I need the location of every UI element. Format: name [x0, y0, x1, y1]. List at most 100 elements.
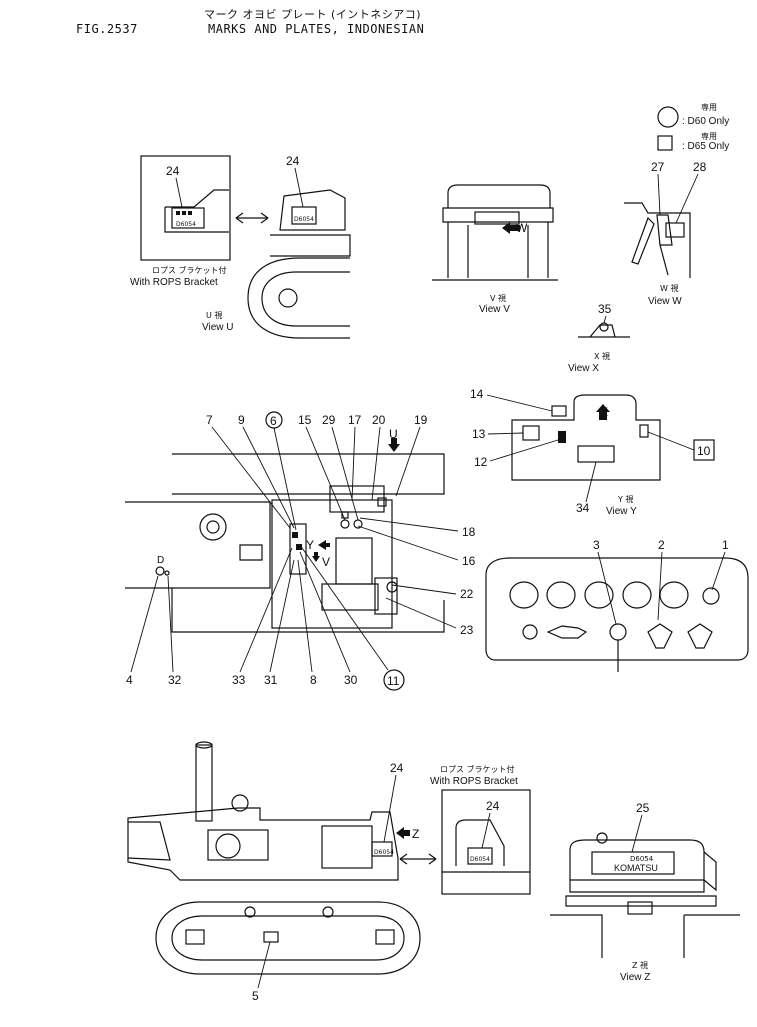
callout-17: 17	[348, 413, 362, 427]
plate-25	[591, 851, 675, 875]
plate-12	[558, 431, 566, 443]
view-z-caption: View Z	[620, 972, 650, 983]
plate-28	[665, 222, 685, 238]
arrow-w	[502, 222, 520, 234]
label-d-small: D	[157, 555, 164, 566]
callout-22: 22	[460, 587, 474, 601]
legend-circle-jp: 専用	[701, 102, 717, 112]
body-side	[127, 807, 399, 881]
callout-29: 29	[322, 413, 336, 427]
top-view: D Y V U 7 9 6 15 29 17 20 19 18 16 22 23	[125, 411, 476, 691]
plate-24-side	[371, 841, 393, 857]
rops-inset-box-side	[441, 789, 531, 895]
figure-title: MARKS AND PLATES, INDONESIAN	[208, 22, 425, 36]
plate-text-inset-u: D6054	[176, 221, 196, 228]
view-z-caption-jp: Z 視	[632, 961, 648, 970]
hood-top	[125, 501, 271, 589]
rops-caption-jp-side: ロプス ブラケット付	[440, 764, 515, 774]
gauge-row	[509, 581, 720, 609]
plate-text-side: D6054	[374, 849, 394, 856]
plate-24-u	[291, 206, 317, 225]
view-u: D6054 24 ロプス ブラケット付 With ROPS Bracket D6…	[130, 154, 351, 339]
callout-24-u: 24	[286, 154, 300, 168]
view-v-caption: View V	[479, 304, 510, 315]
callout-24-rops: 24	[486, 799, 500, 813]
callout-25: 25	[636, 801, 650, 815]
callout-12: 12	[474, 455, 488, 469]
view-z: D6054 KOMATSU 25 Z 視 View Z	[550, 801, 740, 983]
callout-32: 32	[168, 673, 182, 687]
legend-square-jp: 専用	[701, 131, 717, 141]
callout-10: 10	[697, 444, 711, 458]
exhaust-stack	[195, 744, 213, 822]
rops-caption-u: With ROPS Bracket	[130, 277, 218, 288]
callout-18: 18	[462, 525, 476, 539]
view-u-caption: View U	[202, 322, 234, 333]
callout-4: 4	[126, 673, 133, 687]
plate-text-u: D6054	[294, 216, 314, 223]
plate-14	[551, 405, 567, 417]
plate-13	[522, 425, 540, 441]
plate-34-area	[577, 445, 615, 463]
callout-27: 27	[651, 160, 665, 174]
callout-24-side: 24	[390, 761, 404, 775]
hood-z	[569, 839, 705, 880]
arrow-y	[318, 540, 330, 550]
track-u	[247, 257, 350, 339]
callout-3: 3	[593, 538, 600, 552]
arrow-z	[396, 827, 410, 839]
arrow-v	[312, 552, 320, 562]
view-u-caption-jp: U 視	[206, 311, 222, 320]
arrow-z-label: Z	[412, 827, 419, 841]
view-y-caption-jp: Y 視	[617, 495, 633, 504]
callout-30: 30	[344, 673, 358, 687]
callout-5: 5	[252, 989, 259, 1003]
callout-35: 35	[598, 302, 612, 316]
arrow-v-label: V	[322, 555, 330, 569]
view-x-caption-jp: X 視	[594, 352, 610, 361]
view-x: 35 X 視 View X	[568, 302, 630, 374]
switch-2	[647, 623, 673, 649]
track-top	[172, 453, 445, 495]
callout-11-circle	[383, 669, 405, 691]
callout-19: 19	[414, 413, 428, 427]
plate-24-rops	[467, 847, 493, 865]
callout-23: 23	[460, 623, 474, 637]
bracket-w	[624, 202, 691, 278]
komatsu-plate-text: KOMATSU	[614, 863, 658, 873]
switch-1	[687, 623, 713, 649]
side-view: D6054 24 Z 5	[127, 741, 437, 1003]
callout-16: 16	[462, 554, 476, 568]
callout-33: 33	[232, 673, 246, 687]
callout-6: 6	[270, 414, 277, 428]
legend: 専用 : D60 Only 専用 : D65 Only	[657, 102, 729, 152]
view-w-caption: View W	[648, 296, 682, 307]
rops-caption-side: With ROPS Bracket	[430, 776, 518, 787]
view-y: X X 10 14 13 12 34 Y 視 View Y	[470, 387, 715, 517]
plate-text-rops: D6054	[470, 856, 490, 863]
arrow-w-label: W	[516, 221, 528, 235]
plate-35	[599, 322, 609, 332]
callout-15: 15	[298, 413, 312, 427]
callout-2: 2	[658, 538, 665, 552]
dash-frame-y	[511, 394, 661, 481]
callout-13: 13	[472, 427, 486, 441]
callout-28: 28	[693, 160, 707, 174]
instrument-panel: 3 2 1	[485, 538, 749, 672]
plate-24-inset	[171, 207, 205, 229]
arrow-u-label: U	[389, 427, 398, 441]
legend-square-symbol	[657, 135, 673, 151]
callout-24-inset-u: 24	[166, 164, 180, 178]
track-side	[155, 901, 421, 975]
rops-inset-side: ロプス ブラケット付 With ROPS Bracket D6054 24	[430, 764, 531, 895]
lever-w	[631, 216, 655, 265]
plate-5	[263, 931, 279, 943]
rops-caption-jp-u: ロプス ブラケット付	[152, 265, 227, 275]
legend-circle-symbol	[657, 106, 679, 128]
cab-top-v	[447, 184, 551, 208]
arrow-x	[596, 404, 610, 420]
callout-7: 7	[206, 413, 213, 427]
callout-20: 20	[372, 413, 386, 427]
callout-1: 1	[722, 538, 729, 552]
